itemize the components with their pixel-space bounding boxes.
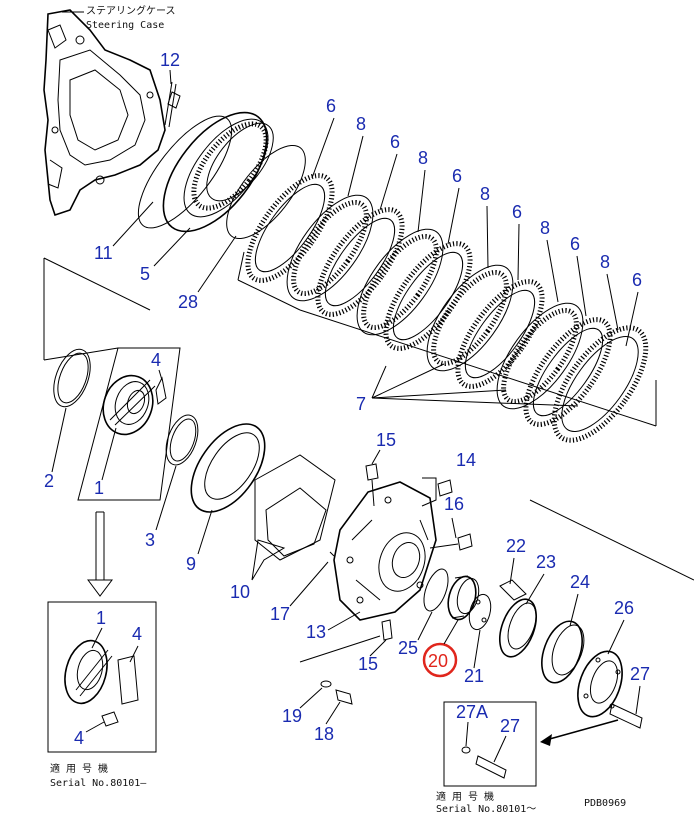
steering-case-drawing	[43, 9, 166, 217]
part-11-seal	[137, 115, 233, 229]
callout-8-c: 8	[480, 184, 490, 204]
callout-14: 14	[456, 450, 476, 470]
clutch-plate-pack	[245, 173, 649, 443]
part-21-plate	[468, 593, 492, 631]
part-20-bearing	[447, 575, 480, 621]
part-12-pins	[164, 81, 181, 128]
case-label-jp: ステアリングケース	[86, 4, 176, 17]
callout-18: 18	[314, 724, 334, 744]
callout-8-e: 8	[600, 252, 610, 272]
plate-pack-bracket	[237, 251, 657, 427]
callout-20: 20	[428, 651, 448, 671]
callout-28: 28	[178, 292, 198, 312]
callout-27a: 27A	[456, 702, 488, 722]
case-label-en: Steering Case	[86, 20, 164, 31]
inset-left-label-serial: Serial No.80101—	[50, 778, 147, 789]
callout-3: 3	[145, 530, 155, 550]
part-22-bolt	[499, 579, 527, 601]
callout-22: 22	[506, 536, 526, 556]
inset-callout-4-a: 4	[132, 624, 142, 644]
callout-8-a: 8	[356, 114, 366, 134]
callout-21: 21	[464, 666, 484, 686]
callout-9: 9	[186, 554, 196, 574]
part-23-ring	[498, 598, 538, 658]
part-16-fitting	[457, 533, 473, 551]
part-15-plug-bottom	[381, 619, 393, 641]
part-28-ring	[226, 144, 306, 240]
part-18-bolt	[335, 689, 353, 705]
part-1-frame	[77, 347, 181, 501]
part-20-highlight-circle	[422, 642, 458, 678]
inset-right-label-serial: Serial No.80101〜	[436, 804, 536, 814]
inset-left-label-jp: 適 用 号 機	[50, 762, 108, 775]
part-1-piston	[102, 374, 156, 436]
part-2-ring	[53, 348, 91, 408]
callout-24: 24	[570, 572, 590, 592]
part-14-bolt	[437, 479, 453, 497]
callout-10: 10	[230, 582, 250, 602]
part-27a-washer	[461, 746, 471, 754]
inset-arrow	[545, 719, 619, 741]
callout-1: 1	[94, 478, 104, 498]
callout-17: 17	[270, 604, 290, 624]
part-27-bolt	[609, 703, 643, 729]
inset-left-piston	[64, 639, 139, 727]
part-25-oring	[423, 568, 449, 612]
part-26-retainer	[577, 650, 623, 718]
inset-callout-4-b: 4	[74, 728, 84, 748]
drawing-code: PDB0969	[584, 798, 626, 809]
callout-15-a: 15	[376, 430, 396, 450]
callout-13: 13	[306, 622, 326, 642]
callout-5: 5	[140, 264, 150, 284]
part-9-plate	[190, 423, 266, 513]
callout-12: 12	[160, 50, 180, 70]
callout-25: 25	[398, 638, 418, 658]
part-4-valve	[155, 376, 167, 405]
callout-16: 16	[444, 494, 464, 514]
part-15-plug-top	[365, 463, 379, 481]
callout-8-d: 8	[540, 218, 550, 238]
part-24-ring	[541, 620, 585, 684]
callout-6-f: 6	[632, 270, 642, 290]
callout-4: 4	[151, 350, 161, 370]
inset-left-frame	[47, 601, 157, 753]
callout-27: 27	[630, 664, 650, 684]
part-3-ring	[165, 414, 199, 466]
callout-6-c: 6	[452, 166, 462, 186]
part-13-cover	[333, 481, 437, 621]
callout-11: 11	[94, 243, 113, 263]
callout-6-e: 6	[570, 234, 580, 254]
callout-19: 19	[282, 706, 302, 726]
inset-right-frame	[443, 701, 537, 787]
callout-26: 26	[614, 598, 634, 618]
part-19-washer	[320, 680, 332, 688]
callout-6-b: 6	[390, 132, 400, 152]
callout-27-inset: 27	[500, 716, 520, 736]
callout-2: 2	[44, 471, 54, 491]
callout-6-a: 6	[326, 96, 336, 116]
part-10-spacers	[254, 454, 336, 561]
callout-15-b: 15	[358, 654, 378, 674]
callout-6-d: 6	[512, 202, 522, 222]
inset-right-label-jp: 適 用 号 機	[436, 790, 494, 803]
part-27-inset-bolt	[475, 755, 507, 779]
inset-callout-1: 1	[96, 608, 106, 628]
callout-23: 23	[536, 552, 556, 572]
callout-7: 7	[356, 394, 366, 414]
part-5-hub	[162, 111, 274, 233]
callout-8-b: 8	[418, 148, 428, 168]
down-arrow	[87, 511, 113, 597]
